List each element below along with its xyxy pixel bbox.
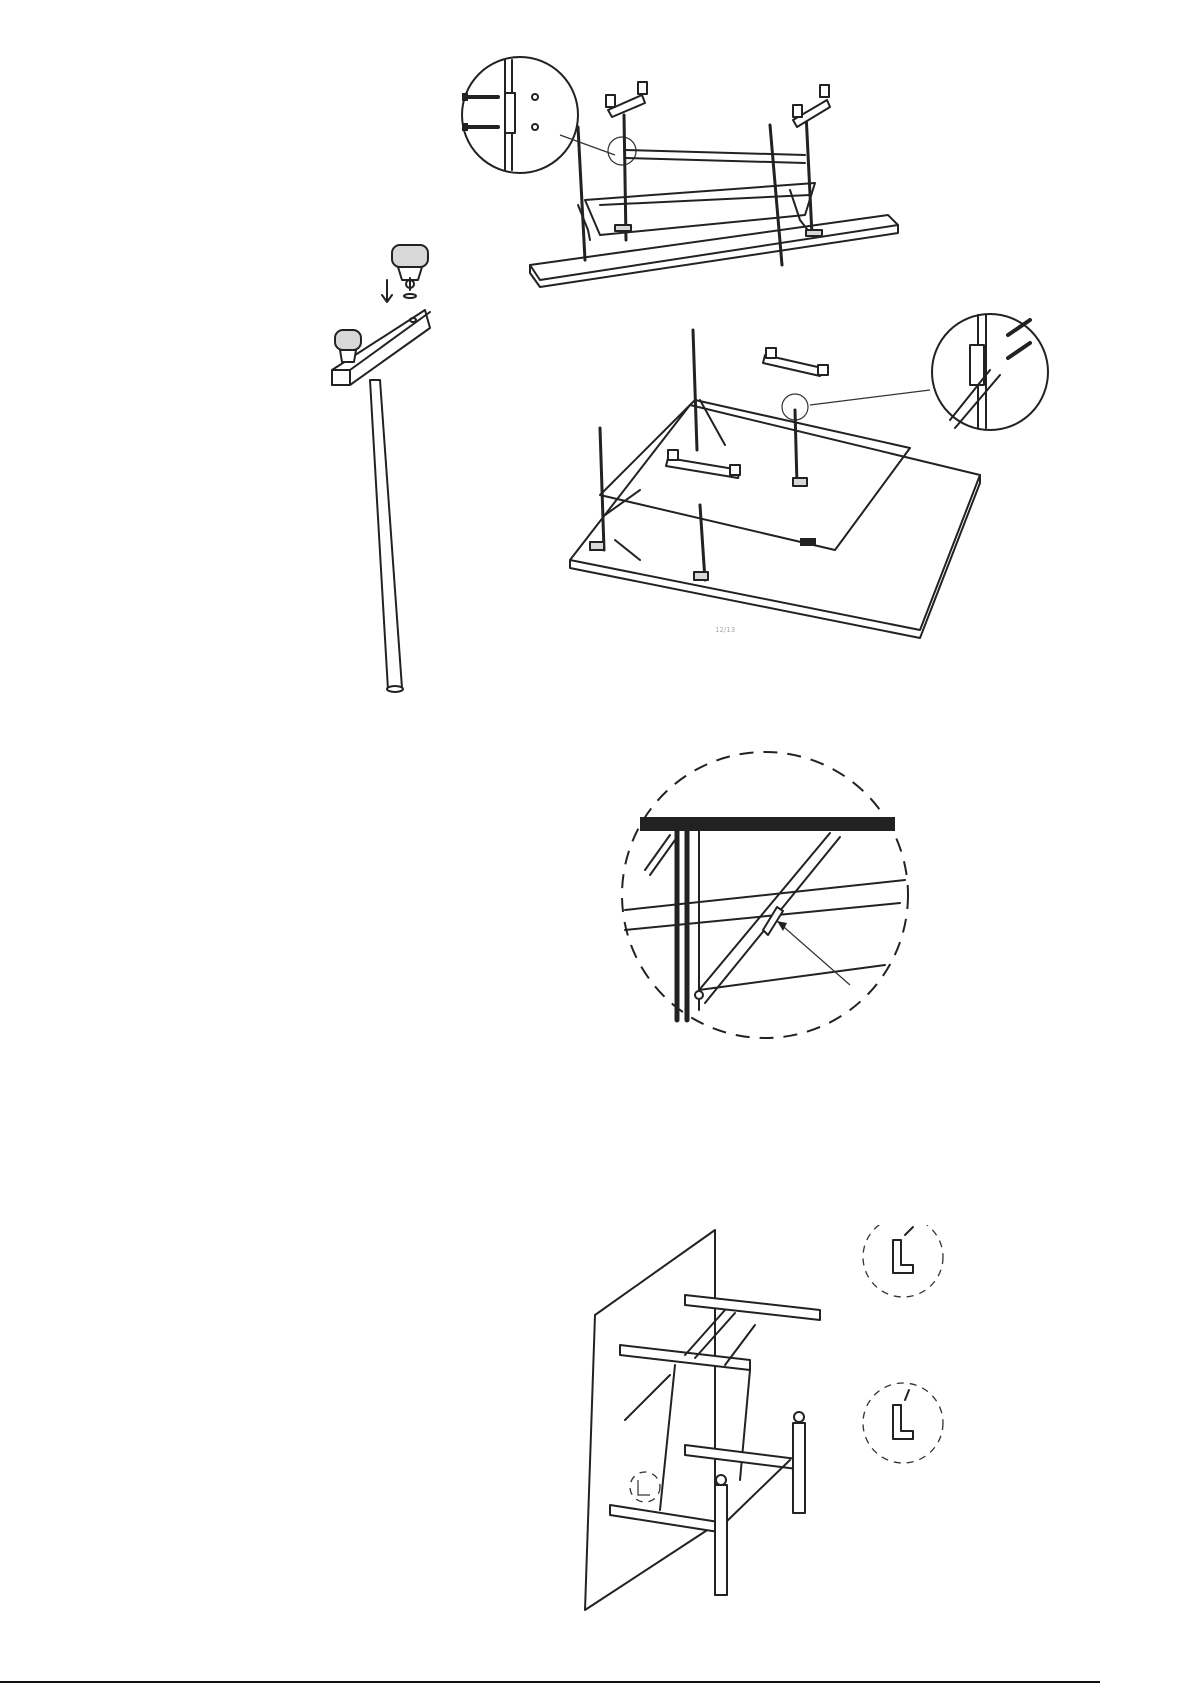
page-bottom-rule bbox=[0, 1681, 1100, 1683]
stamp-text: 12/13 bbox=[715, 626, 735, 634]
frame-bolt-diagram bbox=[460, 55, 970, 305]
brace-latch-diagram bbox=[615, 745, 915, 1045]
latch-hook-icon bbox=[863, 1225, 943, 1297]
leg-caster-diagram bbox=[330, 240, 470, 710]
folded-table-diagram bbox=[575, 1225, 1015, 1625]
latch-hook-icon bbox=[863, 1383, 943, 1463]
down-arrow-icon bbox=[382, 280, 392, 302]
frame-bracket-diagram: 12/13 bbox=[560, 310, 1080, 690]
zoom-circle-icon bbox=[462, 57, 578, 173]
zoom-circle-icon bbox=[932, 314, 1048, 430]
